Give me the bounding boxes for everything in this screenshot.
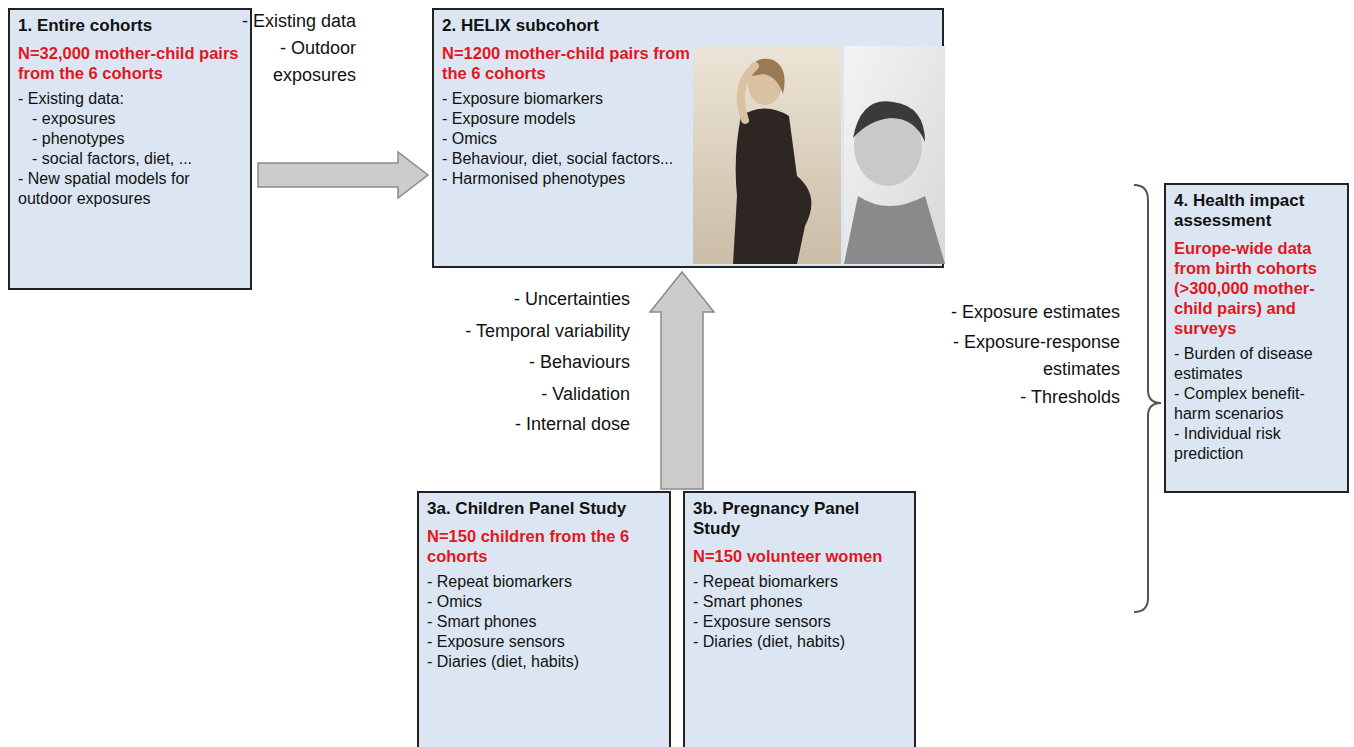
list-item: - Smart phones [427, 612, 661, 632]
list-item: - Omics [427, 592, 661, 612]
flow-note: - Temporal variability [390, 318, 630, 345]
list-item: - New spatial models for outdoor exposur… [18, 169, 242, 209]
list-item: - Existing data: [18, 89, 242, 109]
process-box: 4. Health impact assessmentEurope-wide d… [1164, 183, 1349, 493]
child-shirt [844, 196, 945, 264]
flow-note: - Validation [390, 381, 630, 408]
text-column: 3b. Pregnancy Panel StudyN=150 volunteer… [693, 499, 906, 652]
list-item: - Repeat biomarkers [427, 572, 661, 592]
photo-frame [844, 46, 945, 264]
list-item: - exposures [18, 109, 242, 129]
sample-size: N=32,000 mother-child pairs from the 6 c… [18, 43, 242, 83]
box-heading: 3a. Children Panel Study [427, 499, 661, 519]
flow-note: - Thresholds [900, 384, 1120, 411]
list-item: - Exposure sensors [427, 632, 661, 652]
box-heading: 3b. Pregnancy Panel Study [693, 499, 906, 539]
block-arrow [258, 152, 428, 198]
flow-note: - Internal dose [390, 411, 630, 438]
sample-size: N=150 children from the 6 cohorts [427, 526, 661, 566]
list-item: - Exposure biomarkers [442, 89, 694, 109]
list-item: - Repeat biomarkers [693, 572, 906, 592]
list-item: - Complex benefit-harm scenarios [1174, 384, 1339, 424]
photo-frame [693, 46, 841, 264]
list-item: - Diaries (diet, habits) [693, 632, 906, 652]
sample-size: Europe-wide data from birth cohorts (>30… [1174, 238, 1339, 338]
sample-size: N=1200 mother-child pairs from the 6 coh… [442, 43, 694, 83]
text-column: 1. Entire cohortsN=32,000 mother-child p… [18, 16, 242, 209]
text-column: 2. HELIX subcohortN=1200 mother-child pa… [442, 16, 694, 189]
process-box: 1. Entire cohortsN=32,000 mother-child p… [8, 8, 252, 290]
list-item: - Burden of disease estimates [1174, 344, 1339, 384]
process-box: 3b. Pregnancy Panel StudyN=150 volunteer… [683, 491, 916, 747]
flow-note: - Exposure estimates [900, 299, 1120, 326]
list-item: - social factors, diet, ... [18, 149, 242, 169]
text-column: 4. Health impact assessmentEurope-wide d… [1174, 191, 1339, 464]
flow-note: - Uncertainties [390, 286, 630, 313]
block-arrow [650, 272, 714, 489]
child-hair [853, 101, 925, 142]
flow-note: - Outdoor exposures [252, 35, 356, 89]
process-box: 3a. Children Panel StudyN=150 children f… [417, 491, 671, 747]
photo-illustration [693, 46, 945, 264]
list-item: - phenotypes [18, 129, 242, 149]
list-item: - Behaviour, diet, social factors... [442, 149, 694, 169]
box-heading: 4. Health impact assessment [1174, 191, 1339, 231]
process-box: 2. HELIX subcohortN=1200 mother-child pa… [432, 8, 944, 268]
box-heading: 1. Entire cohorts [18, 16, 242, 36]
flow-note: - Behaviours [390, 349, 630, 376]
woman-dress [733, 109, 811, 265]
box-heading: 2. HELIX subcohort [442, 16, 694, 36]
flow-note: - Exposure-response estimates [936, 329, 1120, 383]
flow-note: - Existing data [156, 8, 356, 35]
brace-path [1134, 185, 1161, 612]
woman-arm [741, 66, 755, 120]
list-item: - Omics [442, 129, 694, 149]
list-item: - Harmonised phenotypes [442, 169, 694, 189]
list-item: - Individual risk prediction [1174, 424, 1339, 464]
list-item: - Exposure models [442, 109, 694, 129]
list-item: - Diaries (diet, habits) [427, 652, 661, 672]
list-item: - Exposure sensors [693, 612, 906, 632]
text-column: 3a. Children Panel StudyN=150 children f… [427, 499, 661, 672]
sample-size: N=150 volunteer women [693, 546, 906, 566]
list-item: - Smart phones [693, 592, 906, 612]
